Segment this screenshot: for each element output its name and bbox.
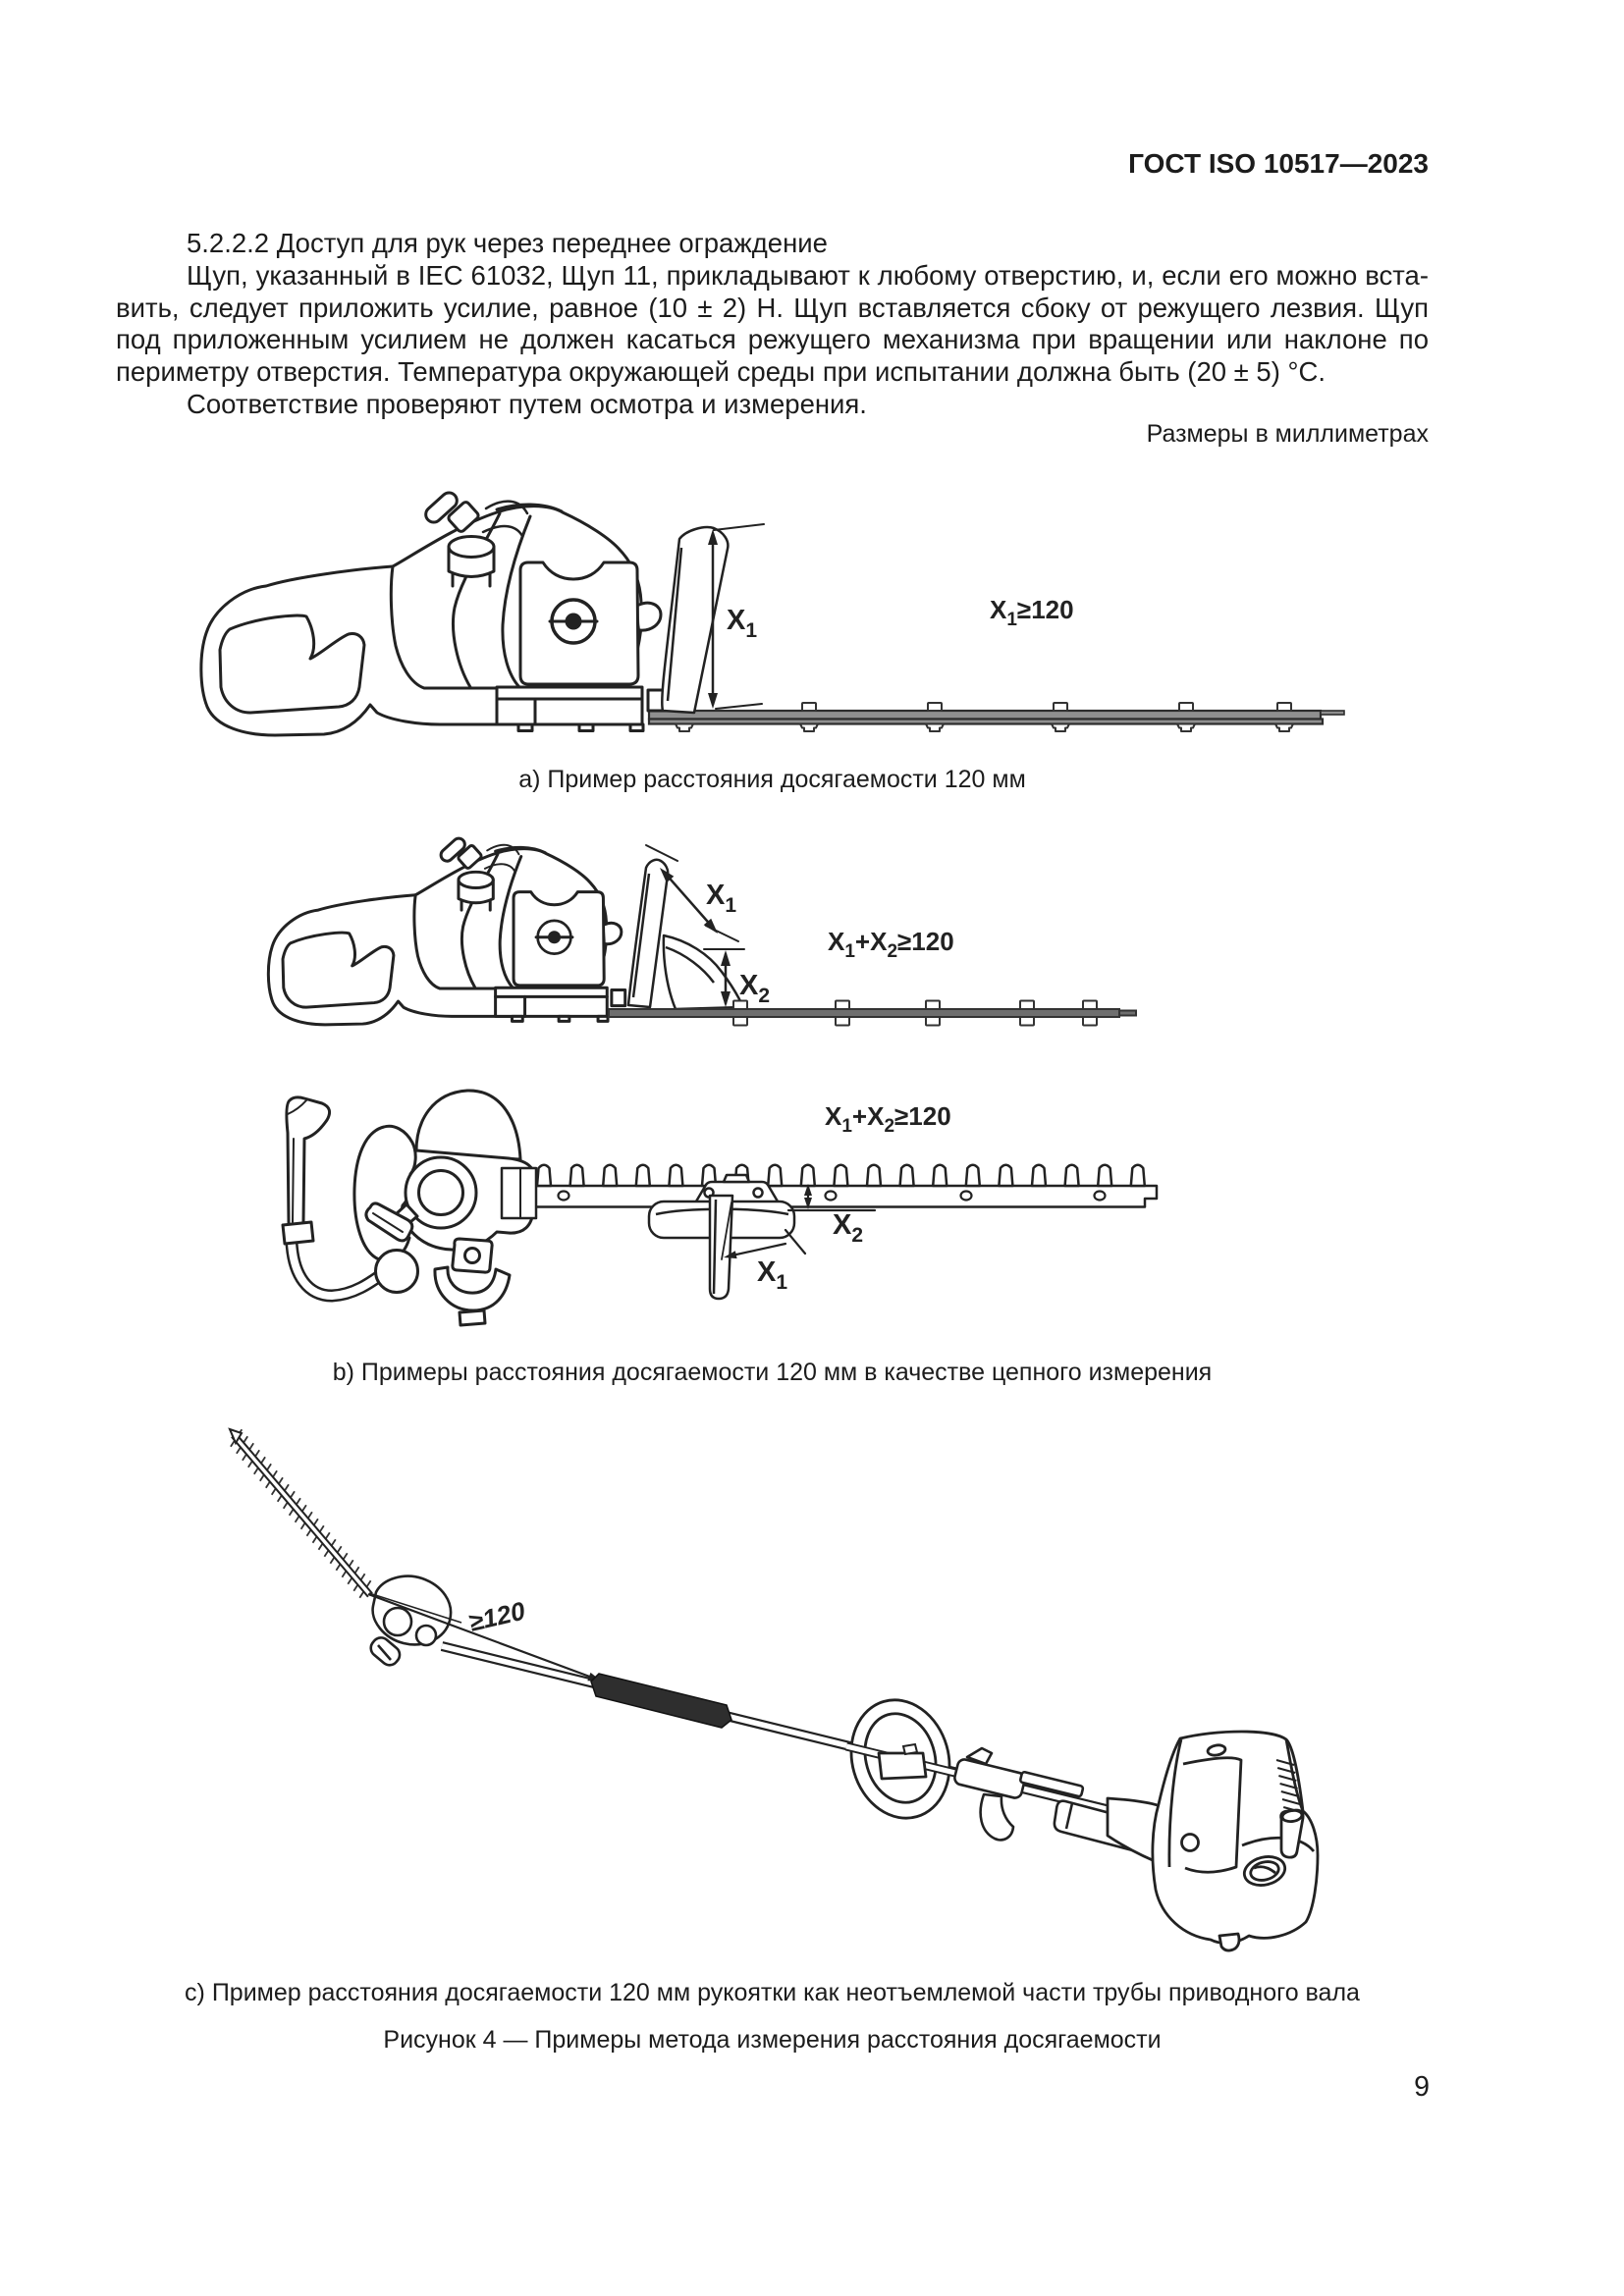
svg-text:X1: X1 [727, 605, 757, 642]
svg-text:X1+X2≥120: X1+X2≥120 [825, 1101, 951, 1137]
svg-text:≥120: ≥120 [466, 1596, 528, 1637]
svg-text:X1+X2≥120: X1+X2≥120 [828, 927, 954, 962]
svg-text:X1: X1 [757, 1256, 787, 1294]
svg-text:X2: X2 [833, 1209, 863, 1247]
svg-text:X1≥120: X1≥120 [990, 595, 1074, 630]
svg-text:X1: X1 [706, 880, 736, 917]
